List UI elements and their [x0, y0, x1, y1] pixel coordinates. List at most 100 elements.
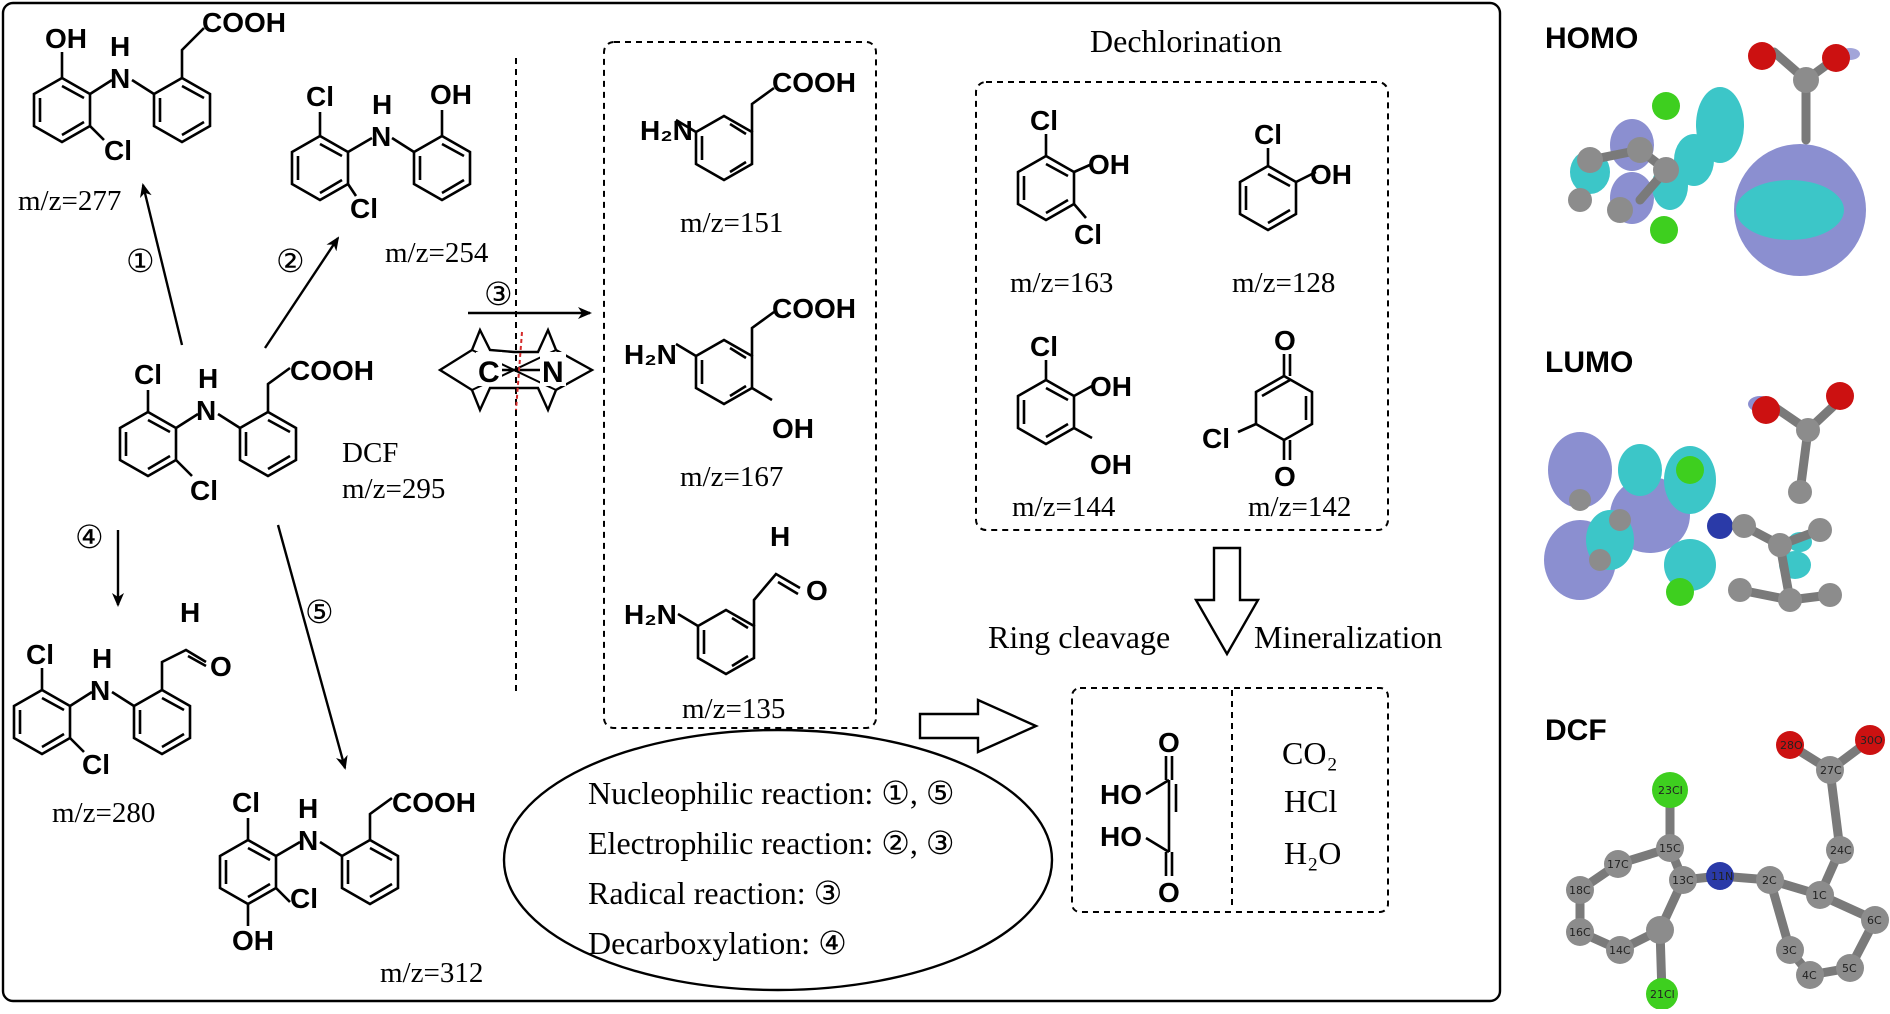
oh-label: OH	[1088, 149, 1130, 180]
mineralization-label: Mineralization	[1254, 619, 1442, 655]
homo-title: HOMO	[1545, 22, 1638, 55]
dcf-ball-and-stick: 23Cl 28O 30O 27C 24C 17C 15C 13C 11N 2C …	[1566, 725, 1889, 1010]
atom-label: 17C	[1607, 858, 1629, 871]
mz-label: m/z=163	[1010, 267, 1113, 299]
lumo-orbital-render	[1544, 382, 1854, 612]
bottom-ho-label: HO	[1100, 821, 1142, 852]
atom-label: 16C	[1569, 926, 1591, 939]
atom-oxygen-30	[1855, 725, 1885, 755]
n-label: N	[110, 63, 130, 94]
oh-label: OH	[232, 925, 274, 956]
atom-chlorine-23	[1652, 772, 1688, 808]
c-atom-label: C	[478, 356, 500, 389]
mz-label: m/z=128	[1232, 267, 1335, 299]
atom-label: 5C	[1842, 962, 1857, 975]
reaction-radical: Radical reaction: ③	[588, 875, 842, 911]
molecule-m144: Cl OH OH m/z=144	[1012, 331, 1132, 523]
lumo-title: LUMO	[1545, 346, 1633, 379]
atom-label: 14C	[1609, 944, 1631, 957]
product-co2: CO₂	[1282, 735, 1338, 771]
cooh-label: COOH	[772, 293, 856, 324]
dechlorination-heading: Dechlorination	[1090, 23, 1282, 59]
amine-label: H₂N	[624, 599, 677, 630]
atom-label: 3C	[1782, 944, 1797, 957]
cl-top-label: Cl	[232, 787, 260, 818]
atom-oxygen-28	[1776, 731, 1804, 759]
mz-label: m/z=295	[342, 473, 445, 505]
atom-label: 24C	[1830, 844, 1852, 857]
oh-top-label: OH	[1090, 371, 1132, 402]
cl-label: Cl	[1254, 119, 1282, 150]
atom-label: 2C	[1762, 874, 1777, 887]
molecule-m151: H₂N COOH m/z=151	[640, 67, 856, 239]
aldehyde-o-label: O	[210, 651, 232, 682]
cl-top-label: Cl	[26, 639, 54, 670]
pathway-number-4: ④	[75, 519, 104, 555]
molecule-m163: Cl OH Cl m/z=163	[1010, 105, 1130, 299]
mz-label: m/z=142	[1248, 491, 1351, 523]
cooh-label: COOH	[392, 787, 476, 818]
oh-bottom-label: OH	[1090, 449, 1132, 480]
molecule-m280: Cl H N H O Cl m/z=280	[12, 597, 232, 829]
reaction-decarboxylation: Decarboxylation: ④	[588, 925, 847, 961]
reaction-nucleophilic: Nucleophilic reaction: ①, ⑤	[588, 775, 955, 811]
product-h2o: H₂O	[1284, 835, 1341, 871]
atom-label: 28O	[1780, 739, 1803, 752]
cl-label: Cl	[1202, 423, 1230, 454]
h-label: H	[198, 363, 218, 394]
pathway-number-1: ①	[126, 243, 155, 279]
oh-label: OH	[45, 23, 87, 54]
top-o-label: O	[1158, 727, 1180, 758]
dechlorination-box	[975, 81, 1389, 531]
h-label: H	[110, 31, 130, 62]
atom-label: 21Cl	[1650, 988, 1675, 1001]
molecule-m142: O Cl O m/z=142	[1202, 325, 1351, 523]
pathway-number-2: ②	[276, 243, 305, 279]
cl-bottom-label: Cl	[190, 475, 218, 506]
cl-bottom-label: Cl	[1074, 219, 1102, 250]
n-label: N	[298, 825, 318, 856]
pathway-number-5: ⑤	[305, 594, 334, 630]
n-atom-label: N	[542, 356, 564, 389]
mz-label: m/z=167	[680, 461, 783, 493]
aldehyde-o-label: O	[806, 575, 828, 606]
atom-label: 4C	[1802, 969, 1817, 982]
cooh-label: COOH	[290, 355, 374, 386]
cooh-label: COOH	[202, 7, 286, 38]
h-label: H	[298, 793, 318, 824]
n-label: N	[90, 675, 110, 706]
mz-label: m/z=280	[52, 797, 155, 829]
cl-bottom-label: Cl	[290, 883, 318, 914]
atom-label: 13C	[1672, 874, 1694, 887]
bottom-o-label: O	[1158, 877, 1180, 908]
atom-label: 1C	[1812, 889, 1827, 902]
atom-nitrogen-11	[1706, 862, 1734, 890]
mz-label: m/z=277	[18, 185, 121, 217]
top-ho-label: HO	[1100, 779, 1142, 810]
atom-label: 18C	[1569, 884, 1591, 897]
cn-bond-cleavage-symbol: C N	[437, 307, 595, 414]
molecule-maleic-acid: O HO HO O	[1100, 727, 1180, 908]
bottom-o-label: O	[1274, 461, 1296, 492]
molecule-dcf: Cl H N COOH Cl DCF m/z=295	[118, 355, 445, 506]
product-hcl: HCl	[1284, 783, 1337, 819]
amine-label: H₂N	[624, 339, 677, 370]
molecule-m277: OH H N COOH Cl m/z=277	[18, 7, 286, 217]
amine-label: H₂N	[640, 115, 693, 146]
atom-label: 23Cl	[1658, 784, 1683, 797]
molecule-m135: H₂N H O m/z=135	[624, 521, 828, 725]
dcf-name-label: DCF	[342, 437, 398, 469]
pathway-number-3: ③	[484, 276, 513, 312]
molecule-m312: Cl H N COOH Cl OH m/z=312	[218, 787, 483, 989]
reaction-types-ellipse	[502, 728, 1054, 992]
homo-orbital-render	[1568, 42, 1866, 276]
dcf-title: DCF	[1545, 714, 1607, 747]
mz-label: m/z=312	[380, 957, 483, 989]
to-mineralization-arrow	[918, 698, 1039, 754]
mz-label: m/z=151	[680, 207, 783, 239]
atom-chlorine-21	[1646, 978, 1678, 1010]
main-frame	[1, 1, 1502, 1003]
final-products-box	[1071, 687, 1389, 913]
cl-bottom-label: Cl	[82, 749, 110, 780]
